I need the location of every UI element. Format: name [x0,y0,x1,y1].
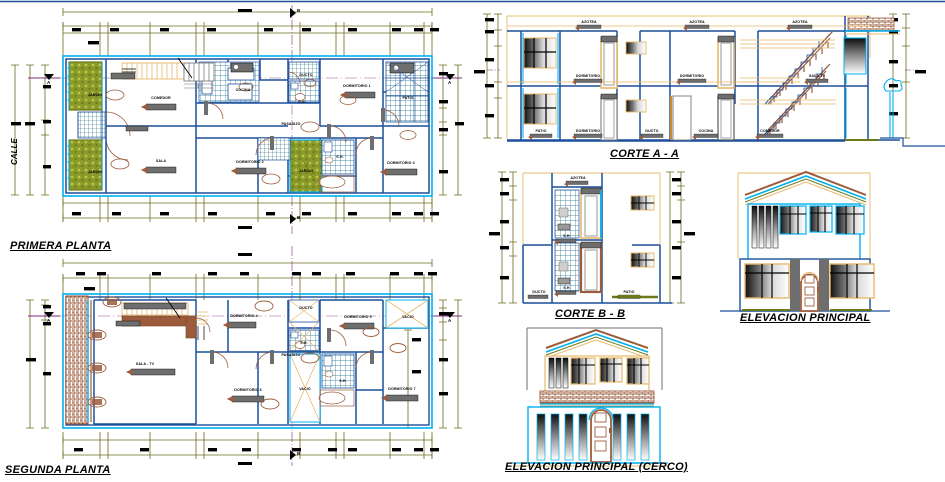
title-primera-planta: PRIMERA PLANTA [10,240,112,252]
section-mark-b-bottom-p2: B [297,451,301,456]
title-elevacion-principal: ELEVACION PRINCIPAL [740,312,871,324]
room-label: PASADIZO [281,353,301,357]
view-elevacion-principal [720,170,890,312]
room-label: AZOTEA [581,20,597,24]
room-label: VACIO [402,315,414,319]
label-calle: CALLE [10,138,19,165]
section-mark-b-top-p1: B [297,8,301,13]
room-label: PATIO [535,129,547,133]
room-label: SALA [155,159,167,163]
room-label: S.H. [339,379,347,383]
room-label: SALA-TV [808,74,826,78]
room-label: JARDIN [88,93,102,97]
title-segunda-planta: SEGUNDA PLANTA [5,464,111,476]
room-label: DORMITORIO 1 [343,84,371,88]
room-label: DUCTO [532,290,546,294]
section-mark-a-left-p2: A [47,318,51,323]
room-label: DORMITORIO 5 [344,315,372,319]
section-mark-a-left-p1: A [47,80,51,85]
title-corte-aa: CORTE A - A [610,148,680,160]
room-label: S.H. [300,341,308,345]
room-label: S.H. [336,155,344,159]
room-label: PATIO [623,290,635,294]
room-label: COCINA [698,129,714,133]
view-corte-aa [474,13,945,147]
room-label: JARDIN [88,170,102,174]
room-label: COMEDOR [151,96,171,100]
title-elevacion-cerco: ELEVACION PRINCIPAL (CERCO) [505,461,688,473]
room-label: DORMITORIO 4 [230,314,258,318]
room-label: SALA - TV [135,362,155,366]
room-label: S.H. [298,100,306,104]
room-label: PASADIZO [281,122,301,126]
section-mark-b-bottom-p1: B [297,215,301,220]
title-corte-bb: CORTE B - B [555,308,626,320]
room-label: AZOTEA [570,176,586,180]
room-label: DORMITORIO 3 [387,161,415,165]
room-label: AZOTEA [689,20,705,24]
section-mark-a-right-p2: A [448,318,452,323]
room-label: S.H. [563,234,571,238]
room-label: DUCTO [299,73,313,77]
room-label: DORMITORIO 6 [234,388,262,392]
room-label: S.H. [563,286,571,290]
room-label: JARDIN [299,169,313,173]
room-label: DUCTO [645,129,659,133]
view-segunda-planta [26,246,462,466]
room-label: DUCTO [299,306,313,310]
view-corte-bb [489,171,695,304]
room-label: DORMITORIO [575,74,601,78]
room-label: DORMITORIO [679,74,705,78]
room-label: AZOTEA [792,20,808,24]
room-label: DORMITORIO 2 [236,160,264,164]
room-label: DORMITORIO 7 [388,387,416,391]
room-label: VACIO [299,387,311,391]
view-elevacion-cerco [513,327,668,467]
room-label: DORMITORIO [575,129,601,133]
section-mark-a-right-p1: A [448,80,452,85]
room-label: COCINA [235,88,251,92]
room-label: PATIO [402,96,414,100]
room-label: COMEDOR [760,129,780,133]
view-primera-planta [11,5,464,234]
